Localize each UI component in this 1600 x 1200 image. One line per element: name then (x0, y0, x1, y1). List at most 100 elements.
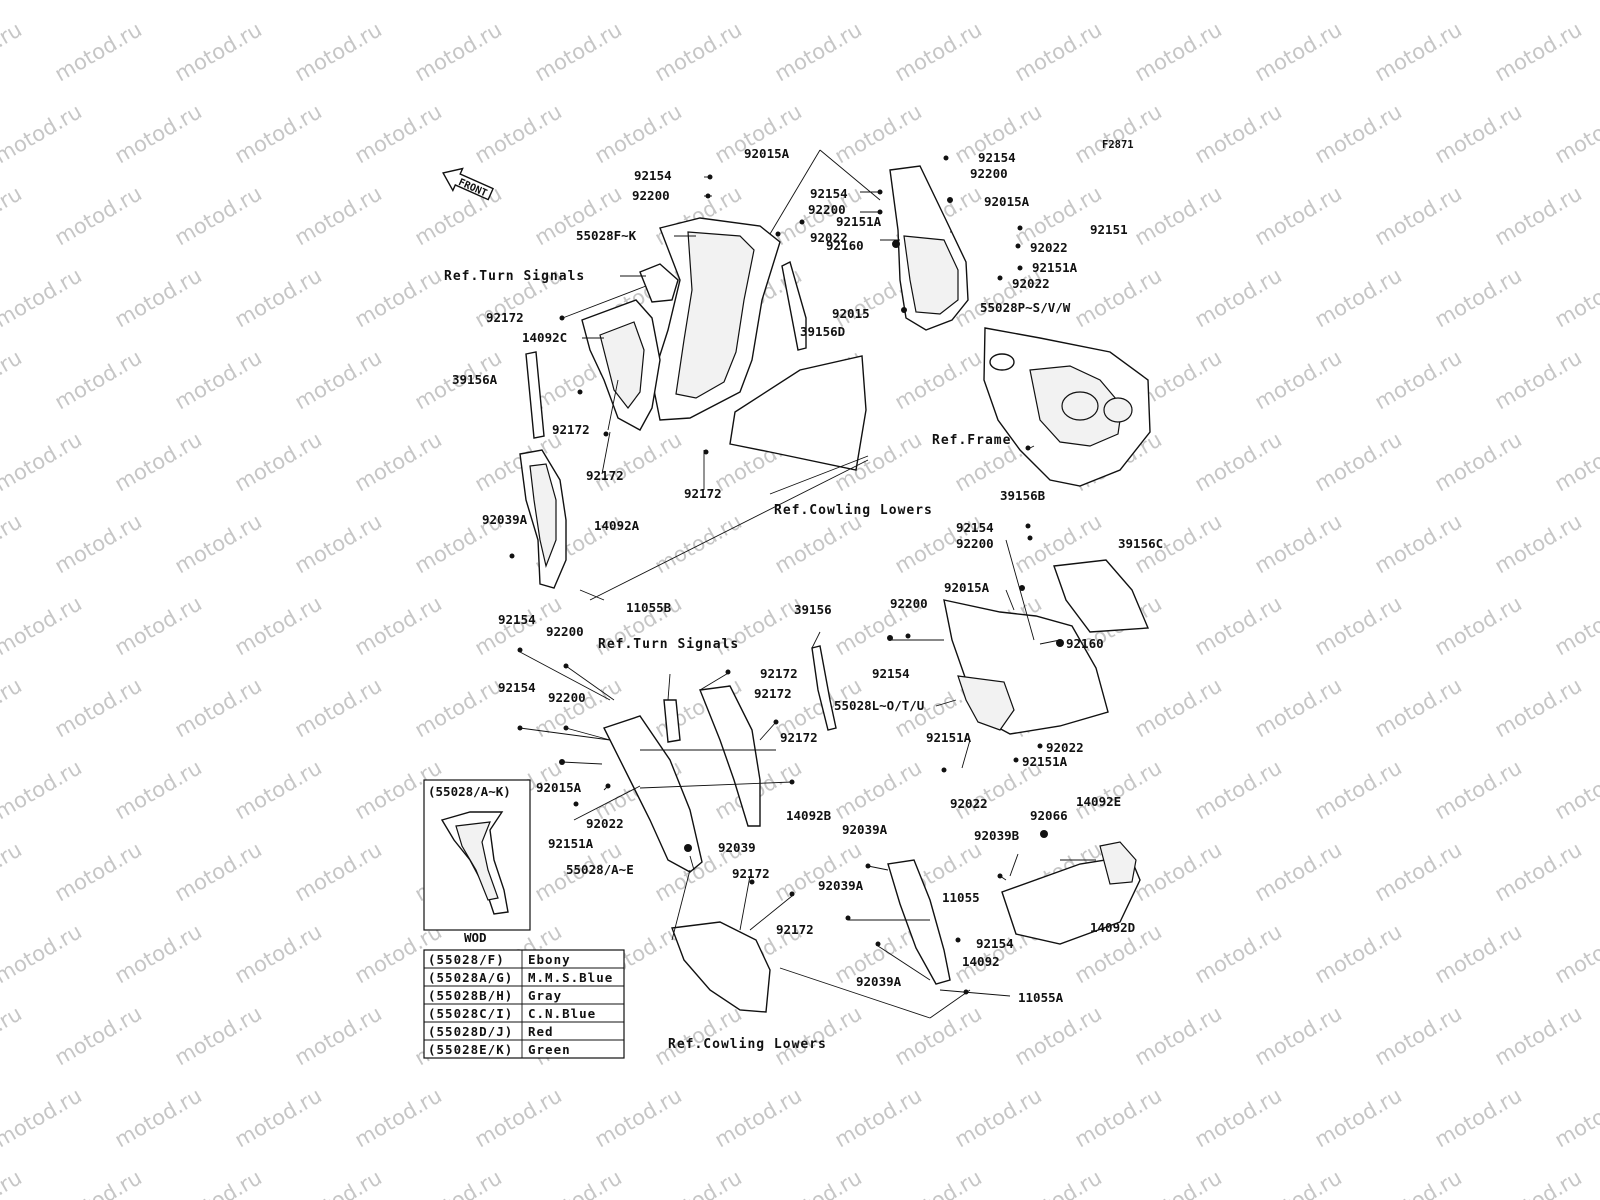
watermark-text: motod.ru (711, 0, 806, 4)
watermark-text: motod.ru (1011, 1165, 1106, 1200)
watermark-text: motod.ru (1251, 17, 1346, 86)
watermark-text: motod.ru (351, 99, 446, 168)
part-label: 92015A (536, 780, 582, 795)
watermark-text: motod.ru (591, 0, 686, 4)
watermark-text: motod.ru (1311, 919, 1406, 988)
watermark-text: motod.ru (1071, 755, 1166, 824)
watermark-text: motod.ru (1191, 0, 1286, 4)
watermark-text: motod.ru (1431, 427, 1526, 496)
watermark-text: motod.ru (0, 263, 86, 332)
part-label: 11055 (942, 890, 980, 905)
watermark-text: motod.ru (771, 1165, 866, 1200)
color-code: (55028A/G) (428, 970, 513, 985)
part-label: 92015A (944, 580, 990, 595)
part-label: 92151A (1032, 260, 1078, 275)
watermark-text: motod.ru (231, 99, 326, 168)
watermark-text: motod.ru (351, 427, 446, 496)
part-label: 92154 (978, 150, 1016, 165)
watermark-text: motod.ru (891, 17, 986, 86)
watermark-text: motod.ru (951, 0, 1046, 4)
part-label: 92039A (818, 878, 864, 893)
watermark-text: motod.ru (1431, 1083, 1526, 1152)
watermark-text: motod.ru (1311, 755, 1406, 824)
watermark-text: motod.ru (771, 17, 866, 86)
watermark-text: motod.ru (1551, 1083, 1600, 1152)
watermark-text: motod.ru (1491, 17, 1586, 86)
watermark-text: motod.ru (471, 0, 566, 4)
watermark-text: motod.ru (231, 1083, 326, 1152)
watermark-text: motod.ru (1131, 673, 1226, 742)
watermark-text: motod.ru (291, 509, 386, 578)
watermark-text: motod.ru (471, 1083, 566, 1152)
watermark-text: motod.ru (1131, 17, 1226, 86)
watermark-text: motod.ru (1491, 1001, 1586, 1070)
watermark-text: motod.ru (0, 755, 86, 824)
part-label: 92200 (808, 202, 846, 217)
watermark-text: motod.ru (171, 345, 266, 414)
watermark-text: motod.ru (0, 0, 86, 4)
watermark-text: motod.ru (231, 591, 326, 660)
part-label: 39156B (1000, 488, 1046, 503)
watermark-text: motod.ru (1251, 673, 1346, 742)
watermark-text: motod.ru (1191, 427, 1286, 496)
watermark-text: motod.ru (1131, 1001, 1226, 1070)
part-label: 92172 (684, 486, 722, 501)
watermark-text: motod.ru (1311, 263, 1406, 332)
part-label: 14092D (1090, 920, 1135, 935)
watermark-text: motod.ru (1551, 755, 1600, 824)
watermark-text: motod.ru (0, 1165, 26, 1200)
watermark-text: motod.ru (591, 1083, 686, 1152)
watermark-text: motod.ru (51, 837, 146, 906)
part-label: 14092C (522, 330, 567, 345)
watermark-text: motod.ru (171, 673, 266, 742)
watermark-text: motod.ru (1011, 1001, 1106, 1070)
watermark-text: motod.ru (51, 1001, 146, 1070)
ref-turn-signals-bottom: Ref.Turn Signals (598, 637, 739, 652)
part-label: 92151A (926, 730, 972, 745)
part-label: 92172 (754, 686, 792, 701)
color-code: (55028D/J) (428, 1024, 513, 1039)
watermark-text: motod.ru (1431, 99, 1526, 168)
watermark-text: motod.ru (1311, 99, 1406, 168)
part-label: 92172 (732, 866, 770, 881)
watermark-text: motod.ru (1551, 0, 1600, 4)
part-label: 92172 (586, 468, 624, 483)
watermark-text: motod.ru (591, 99, 686, 168)
watermark-text: motod.ru (1131, 837, 1226, 906)
part-label: 92015A (744, 146, 790, 161)
color-code: (55028/F) (428, 952, 505, 967)
part-label: 92200 (632, 188, 670, 203)
part-label: 92015 (832, 306, 870, 321)
watermark-text: motod.ru (1551, 263, 1600, 332)
watermark-text: motod.ru (831, 0, 926, 4)
part-label: 14092E (1076, 794, 1121, 809)
watermark-text: motod.ru (1071, 1083, 1166, 1152)
watermark-text: motod.ru (1191, 1083, 1286, 1152)
watermark-text: motod.ru (1071, 263, 1166, 332)
leader-lines (519, 149, 1096, 1019)
watermark-text: motod.ru (171, 1001, 266, 1070)
part-label: 92039 (718, 840, 756, 855)
watermark-text: motod.ru (111, 591, 206, 660)
watermark-text: motod.ru (111, 263, 206, 332)
watermark-text: motod.ru (591, 427, 686, 496)
watermark-text: motod.ru (1251, 1165, 1346, 1200)
part-label: 92172 (552, 422, 590, 437)
part-label: 92151 (1090, 222, 1128, 237)
ref-frame: Ref.Frame (932, 433, 1011, 448)
watermark-text: motod.ru (1251, 509, 1346, 578)
watermark-text: motod.ru (291, 1001, 386, 1070)
part-label: 92154 (498, 680, 536, 695)
part-label: 55028/A~E (566, 862, 634, 877)
watermark-text: motod.ru (0, 17, 26, 86)
watermark-text: motod.ru (1011, 17, 1106, 86)
watermark-text: motod.ru (231, 919, 326, 988)
watermark-text: motod.ru (1071, 0, 1166, 4)
watermark-text: motod.ru (111, 755, 206, 824)
ref-cowling-lowers-top: Ref.Cowling Lowers (774, 503, 933, 518)
color-code: (55028C/I) (428, 1006, 513, 1021)
part-label: 92160 (1066, 636, 1104, 651)
watermark-text: motod.ru (1431, 919, 1526, 988)
watermark-text: motod.ru (171, 1165, 266, 1200)
